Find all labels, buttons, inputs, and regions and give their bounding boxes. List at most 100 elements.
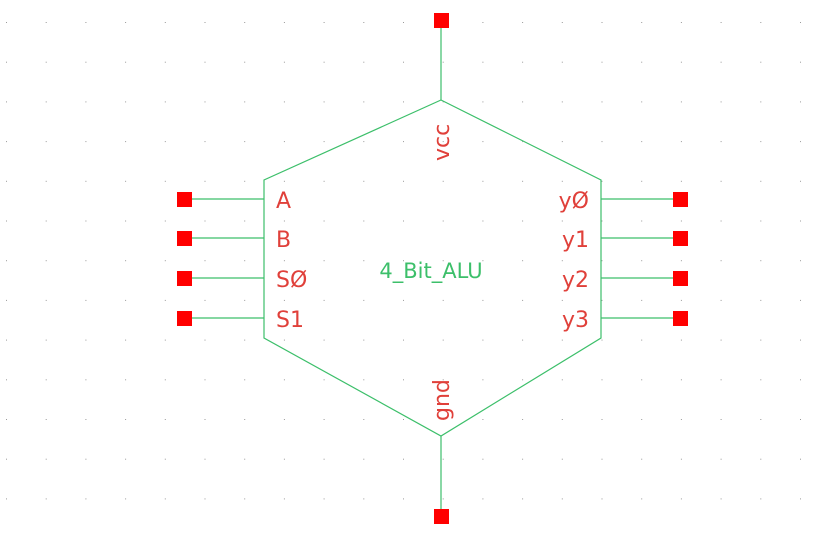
pin-y1[interactable]: y1	[562, 228, 688, 253]
grid-dot	[363, 419, 365, 420]
grid-dot	[641, 61, 643, 63]
grid-dot	[641, 141, 643, 143]
grid-dot	[641, 299, 643, 301]
pin-terminal-s0[interactable]	[177, 271, 192, 286]
grid-dot	[601, 458, 603, 460]
grid-dot	[323, 22, 325, 23]
grid-dot	[641, 101, 643, 103]
grid-dot	[45, 180, 47, 182]
grid-dot	[363, 379, 365, 381]
pin-b[interactable]: B	[177, 228, 291, 253]
grid-dot	[680, 458, 682, 460]
grid-dot	[403, 101, 404, 103]
cell-name-label: 4_Bit_ALU	[379, 259, 482, 284]
pin-s1[interactable]: S1	[177, 308, 304, 333]
grid-dot	[164, 61, 166, 63]
grid-dot	[6, 260, 7, 262]
pin-s0[interactable]: SØ	[177, 268, 307, 293]
grid-dot	[125, 458, 127, 460]
grid-dot	[482, 260, 484, 262]
pin-a[interactable]: A	[177, 189, 291, 214]
pin-terminal-y0[interactable]	[673, 192, 688, 207]
grid-dot	[363, 260, 365, 262]
grid-dot	[283, 260, 285, 262]
grid-dot	[442, 260, 444, 262]
grid-dot	[85, 180, 87, 182]
pin-terminal-y3[interactable]	[673, 311, 688, 326]
grid-dot	[323, 61, 325, 63]
grid-dot	[800, 339, 801, 341]
grid-dot	[601, 339, 603, 341]
pin-y3[interactable]: y3	[562, 308, 688, 333]
grid-dot	[363, 101, 365, 103]
grid-dot	[482, 220, 484, 222]
pin-terminal-b[interactable]	[177, 231, 192, 246]
grid-dot	[680, 180, 682, 182]
grid-dot	[125, 419, 127, 420]
grid-dot	[561, 61, 563, 63]
grid-dot	[85, 220, 87, 222]
grid-dot	[323, 419, 325, 420]
grid-dot	[6, 299, 7, 301]
grid-dot	[522, 498, 524, 500]
pin-label-b: B	[276, 228, 291, 253]
grid-dot	[403, 498, 404, 500]
grid-dot	[800, 220, 801, 222]
grid-dot	[601, 299, 603, 301]
grid-dot	[164, 101, 166, 103]
grid-dot	[442, 299, 444, 301]
pin-y0[interactable]: yØ	[559, 189, 688, 214]
grid-dot	[283, 299, 285, 301]
pin-terminal-vcc[interactable]	[434, 13, 449, 28]
grid-dot	[403, 260, 404, 262]
pin-terminal-s1[interactable]	[177, 311, 192, 326]
grid-dot	[641, 379, 643, 381]
grid-dot	[800, 61, 801, 63]
grid-dot	[125, 299, 127, 301]
pin-gnd[interactable]: gnd	[430, 379, 455, 524]
grid-dot	[601, 180, 603, 182]
grid-dot	[45, 379, 47, 381]
grid-dot	[561, 260, 563, 262]
grid-dot	[561, 180, 563, 182]
grid-dot	[125, 61, 127, 63]
grid-dot	[283, 379, 285, 381]
grid-dot	[125, 220, 127, 222]
grid-dot	[6, 101, 7, 103]
grid-dot	[204, 61, 206, 63]
pin-label-vcc: vcc	[430, 124, 455, 161]
pin-vcc[interactable]: vcc	[430, 13, 455, 161]
grid-dot	[403, 419, 404, 420]
grid-dot	[720, 101, 722, 103]
grid-dot	[760, 458, 762, 460]
pin-label-a: A	[276, 189, 291, 214]
pin-y2[interactable]: y2	[562, 268, 688, 293]
grid-dot	[800, 141, 801, 143]
pin-terminal-a[interactable]	[177, 192, 192, 207]
pin-terminal-gnd[interactable]	[434, 509, 449, 524]
grid-dot	[363, 299, 365, 301]
pin-terminal-y1[interactable]	[673, 231, 688, 246]
grid-dot	[720, 61, 722, 63]
grid-dot	[85, 260, 87, 262]
grid-dot	[85, 299, 87, 301]
pin-label-y1: y1	[562, 228, 589, 253]
grid-dot	[244, 299, 246, 301]
grid-dot	[760, 299, 762, 301]
grid-dot	[125, 22, 127, 23]
grid-dot	[244, 339, 246, 341]
grid-dot	[601, 419, 603, 420]
grid-dot	[244, 101, 246, 103]
pin-label-y3: y3	[562, 308, 589, 333]
grid-dot	[522, 419, 524, 420]
grid-dot	[442, 498, 444, 500]
grid-dot	[283, 61, 285, 63]
grid-dot	[403, 22, 404, 23]
pin-terminal-y2[interactable]	[673, 271, 688, 286]
grid-dot	[601, 379, 603, 381]
grid-dot	[164, 141, 166, 143]
grid-dot	[482, 101, 484, 103]
grid-dot	[45, 61, 47, 63]
grid-dot	[6, 141, 7, 143]
